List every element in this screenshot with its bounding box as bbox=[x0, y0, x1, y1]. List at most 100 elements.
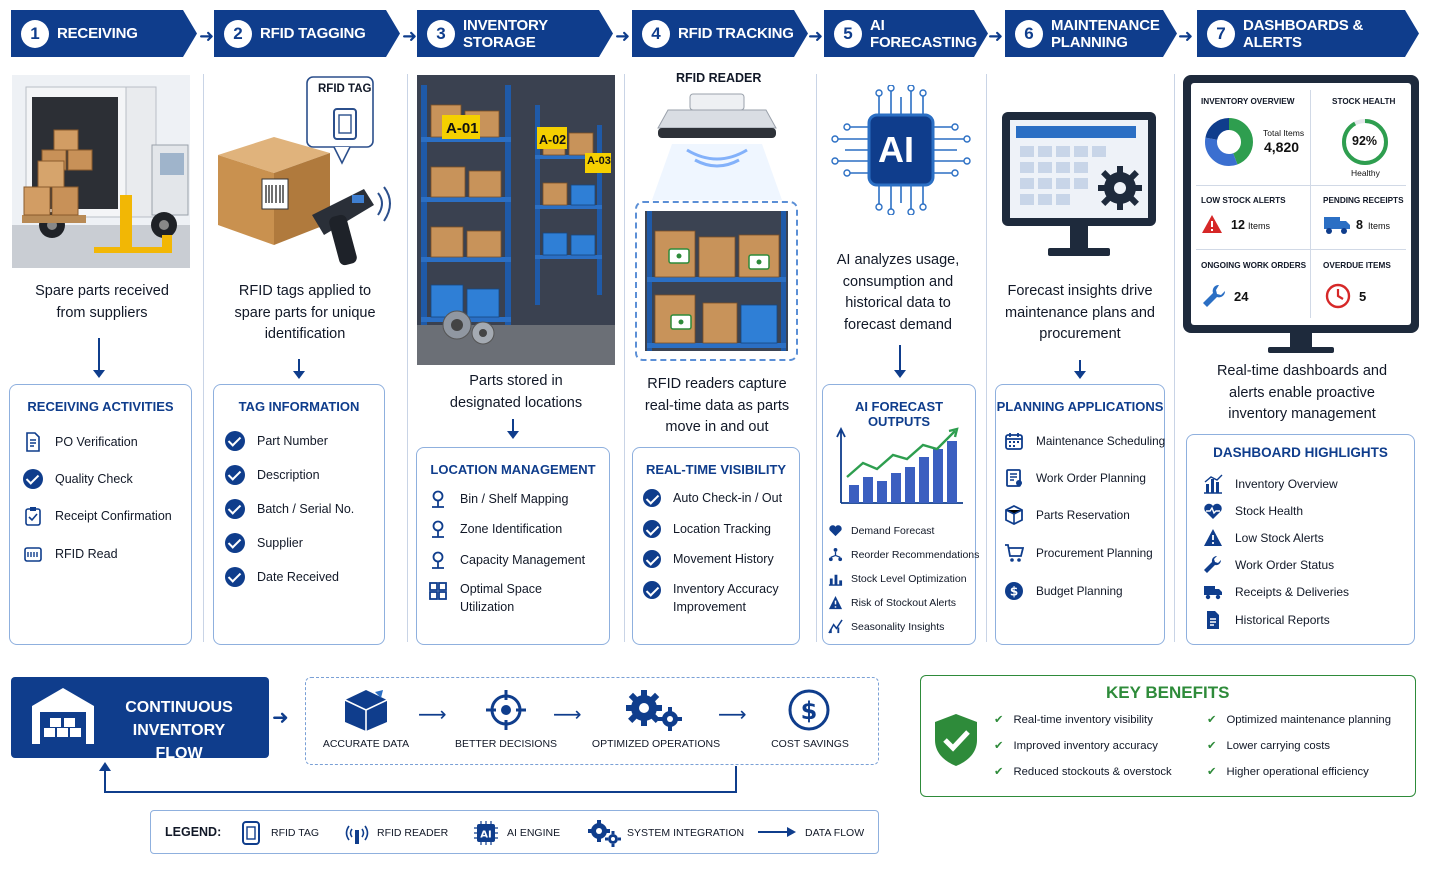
legend-box: LEGEND: RFID TAG RFID READER AI AI ENGIN… bbox=[150, 810, 879, 854]
list-item: Low Stock Alerts bbox=[1203, 528, 1324, 548]
grid-icon bbox=[429, 582, 447, 600]
tracking-caption: RFID readers capture real-time data as p… bbox=[644, 376, 790, 435]
wrench-icon bbox=[1203, 284, 1226, 307]
benefit-item: Optimized maintenance planning bbox=[1207, 713, 1391, 726]
forecasting-caption: AI analyzes usage, consumption and histo… bbox=[836, 252, 960, 333]
step-number: 2 bbox=[224, 20, 252, 48]
item-label: Budget Planning bbox=[1036, 584, 1123, 598]
list-item: Procurement Planning bbox=[1004, 543, 1153, 563]
list-item: Seasonality Insights bbox=[828, 619, 944, 634]
package-icon bbox=[1005, 505, 1023, 525]
down-arrow-icon bbox=[1074, 360, 1086, 379]
check-icon bbox=[643, 520, 661, 538]
rfid-reader-illustration bbox=[652, 93, 782, 200]
item-label: Stock Level Optimization bbox=[851, 572, 967, 585]
down-arrow-icon bbox=[507, 419, 519, 439]
check-icon bbox=[225, 567, 245, 587]
list-item: Quality Check bbox=[23, 469, 133, 489]
item-label: Demand Forecast bbox=[851, 524, 935, 537]
flow-steps-box bbox=[305, 677, 879, 765]
step-number: 5 bbox=[834, 20, 862, 48]
pending-count: 8 bbox=[1356, 218, 1363, 232]
key-benefits-title: KEY BENEFITS bbox=[1106, 683, 1230, 702]
shield-check-icon bbox=[935, 714, 977, 766]
step-number: 7 bbox=[1207, 20, 1235, 48]
item-label: Procurement Planning bbox=[1036, 546, 1153, 560]
work-orders-heading: ONGOING WORK ORDERS bbox=[1201, 261, 1307, 270]
list-item: Date Received bbox=[225, 567, 339, 587]
ai-chip-icon bbox=[831, 85, 971, 215]
flow-step-label: BETTER DECISIONS bbox=[454, 738, 558, 750]
down-arrow-icon bbox=[894, 345, 906, 378]
flow-arrow-icon: ➜ bbox=[808, 26, 824, 46]
planning-monitor-illustration bbox=[1002, 112, 1156, 256]
item-label: Reorder Recommendations bbox=[851, 548, 980, 561]
rfid-tag-icon bbox=[242, 821, 260, 845]
pending-unit: Items bbox=[1368, 221, 1391, 231]
svg-text:$: $ bbox=[801, 697, 818, 725]
check-icon bbox=[643, 550, 661, 568]
list-item: Receipts & Deliveries bbox=[1203, 582, 1349, 602]
flow-arrow-icon: ➜ bbox=[199, 26, 215, 46]
monitor-stand bbox=[1290, 333, 1312, 347]
warning-icon bbox=[828, 595, 843, 610]
check-icon bbox=[225, 499, 245, 519]
flow-step-label: ACCURATE DATA bbox=[322, 738, 410, 750]
flow-arrow-icon: ➜ bbox=[402, 26, 418, 46]
check-icon bbox=[643, 581, 661, 599]
check-icon bbox=[225, 533, 245, 553]
delivery-truck-illustration bbox=[12, 75, 190, 268]
tagged-shelf-illustration bbox=[645, 211, 788, 351]
monitor-base bbox=[1268, 347, 1334, 353]
heartbeat-icon bbox=[1204, 503, 1222, 519]
truck-icon bbox=[1324, 217, 1350, 234]
list-item: Auto Check-in / Out bbox=[643, 489, 782, 507]
healthy-label: Healthy bbox=[1351, 168, 1380, 178]
dashboard-divider bbox=[1310, 90, 1311, 318]
step-number: 4 bbox=[642, 20, 670, 48]
overdue-heading: OVERDUE ITEMS bbox=[1323, 261, 1391, 270]
item-label: Risk of Stockout Alerts bbox=[851, 596, 957, 609]
list-item: Movement History bbox=[643, 550, 774, 568]
warning-icon bbox=[1204, 529, 1222, 546]
step-5-ai-forecasting: 5 AI FORECASTING bbox=[824, 10, 988, 57]
column-divider bbox=[816, 74, 817, 642]
item-label: Stock Health bbox=[1235, 504, 1304, 518]
list-item: Batch / Serial No. bbox=[225, 499, 354, 519]
flow-arrow-icon: ➜ bbox=[272, 707, 289, 729]
seasonality-icon bbox=[828, 619, 843, 634]
list-item: RFID Read bbox=[23, 544, 118, 564]
column-divider bbox=[624, 74, 625, 642]
calendar-icon bbox=[1005, 433, 1023, 450]
step-label: DASHBOARDS & ALERTS bbox=[1243, 16, 1364, 51]
pending-receipts-heading: PENDING RECEIPTS bbox=[1323, 196, 1404, 205]
list-item: Historical Reports bbox=[1203, 610, 1330, 630]
legend-label: RFID READER bbox=[377, 827, 449, 839]
list-item: Bin / Shelf Mapping bbox=[428, 489, 568, 509]
item-label: Description bbox=[257, 468, 320, 482]
item-label: Quality Check bbox=[55, 472, 133, 486]
check-icon bbox=[23, 469, 43, 489]
location-pin-icon bbox=[432, 520, 444, 538]
rfid-scan-frame bbox=[635, 201, 798, 361]
step-number: 3 bbox=[427, 20, 455, 48]
step-label: RFID TRACKING bbox=[678, 25, 794, 42]
down-arrow-icon bbox=[93, 338, 105, 378]
column-divider bbox=[203, 74, 204, 642]
list-item: Demand Forecast bbox=[828, 523, 934, 538]
check-icon bbox=[643, 489, 661, 507]
item-label: Inventory Accuracy Improvement bbox=[673, 582, 779, 614]
report-icon bbox=[1207, 611, 1219, 629]
wrench-icon bbox=[1204, 555, 1222, 573]
total-items-label: Total Items bbox=[1263, 128, 1305, 138]
flow-arrow-icon: ⟶ bbox=[718, 704, 747, 726]
item-label: Work Order Status bbox=[1235, 558, 1335, 572]
box-title: PLANNING APPLICATIONS bbox=[996, 399, 1164, 414]
truck-icon bbox=[1204, 586, 1222, 600]
step-label: RECEIVING bbox=[57, 25, 138, 42]
list-item: Parts Reservation bbox=[1004, 505, 1130, 525]
item-label: Seasonality Insights bbox=[851, 620, 945, 633]
location-sign: A-01 bbox=[446, 120, 479, 137]
item-label: RFID Read bbox=[55, 547, 118, 561]
item-label: Inventory Overview bbox=[1235, 477, 1338, 491]
